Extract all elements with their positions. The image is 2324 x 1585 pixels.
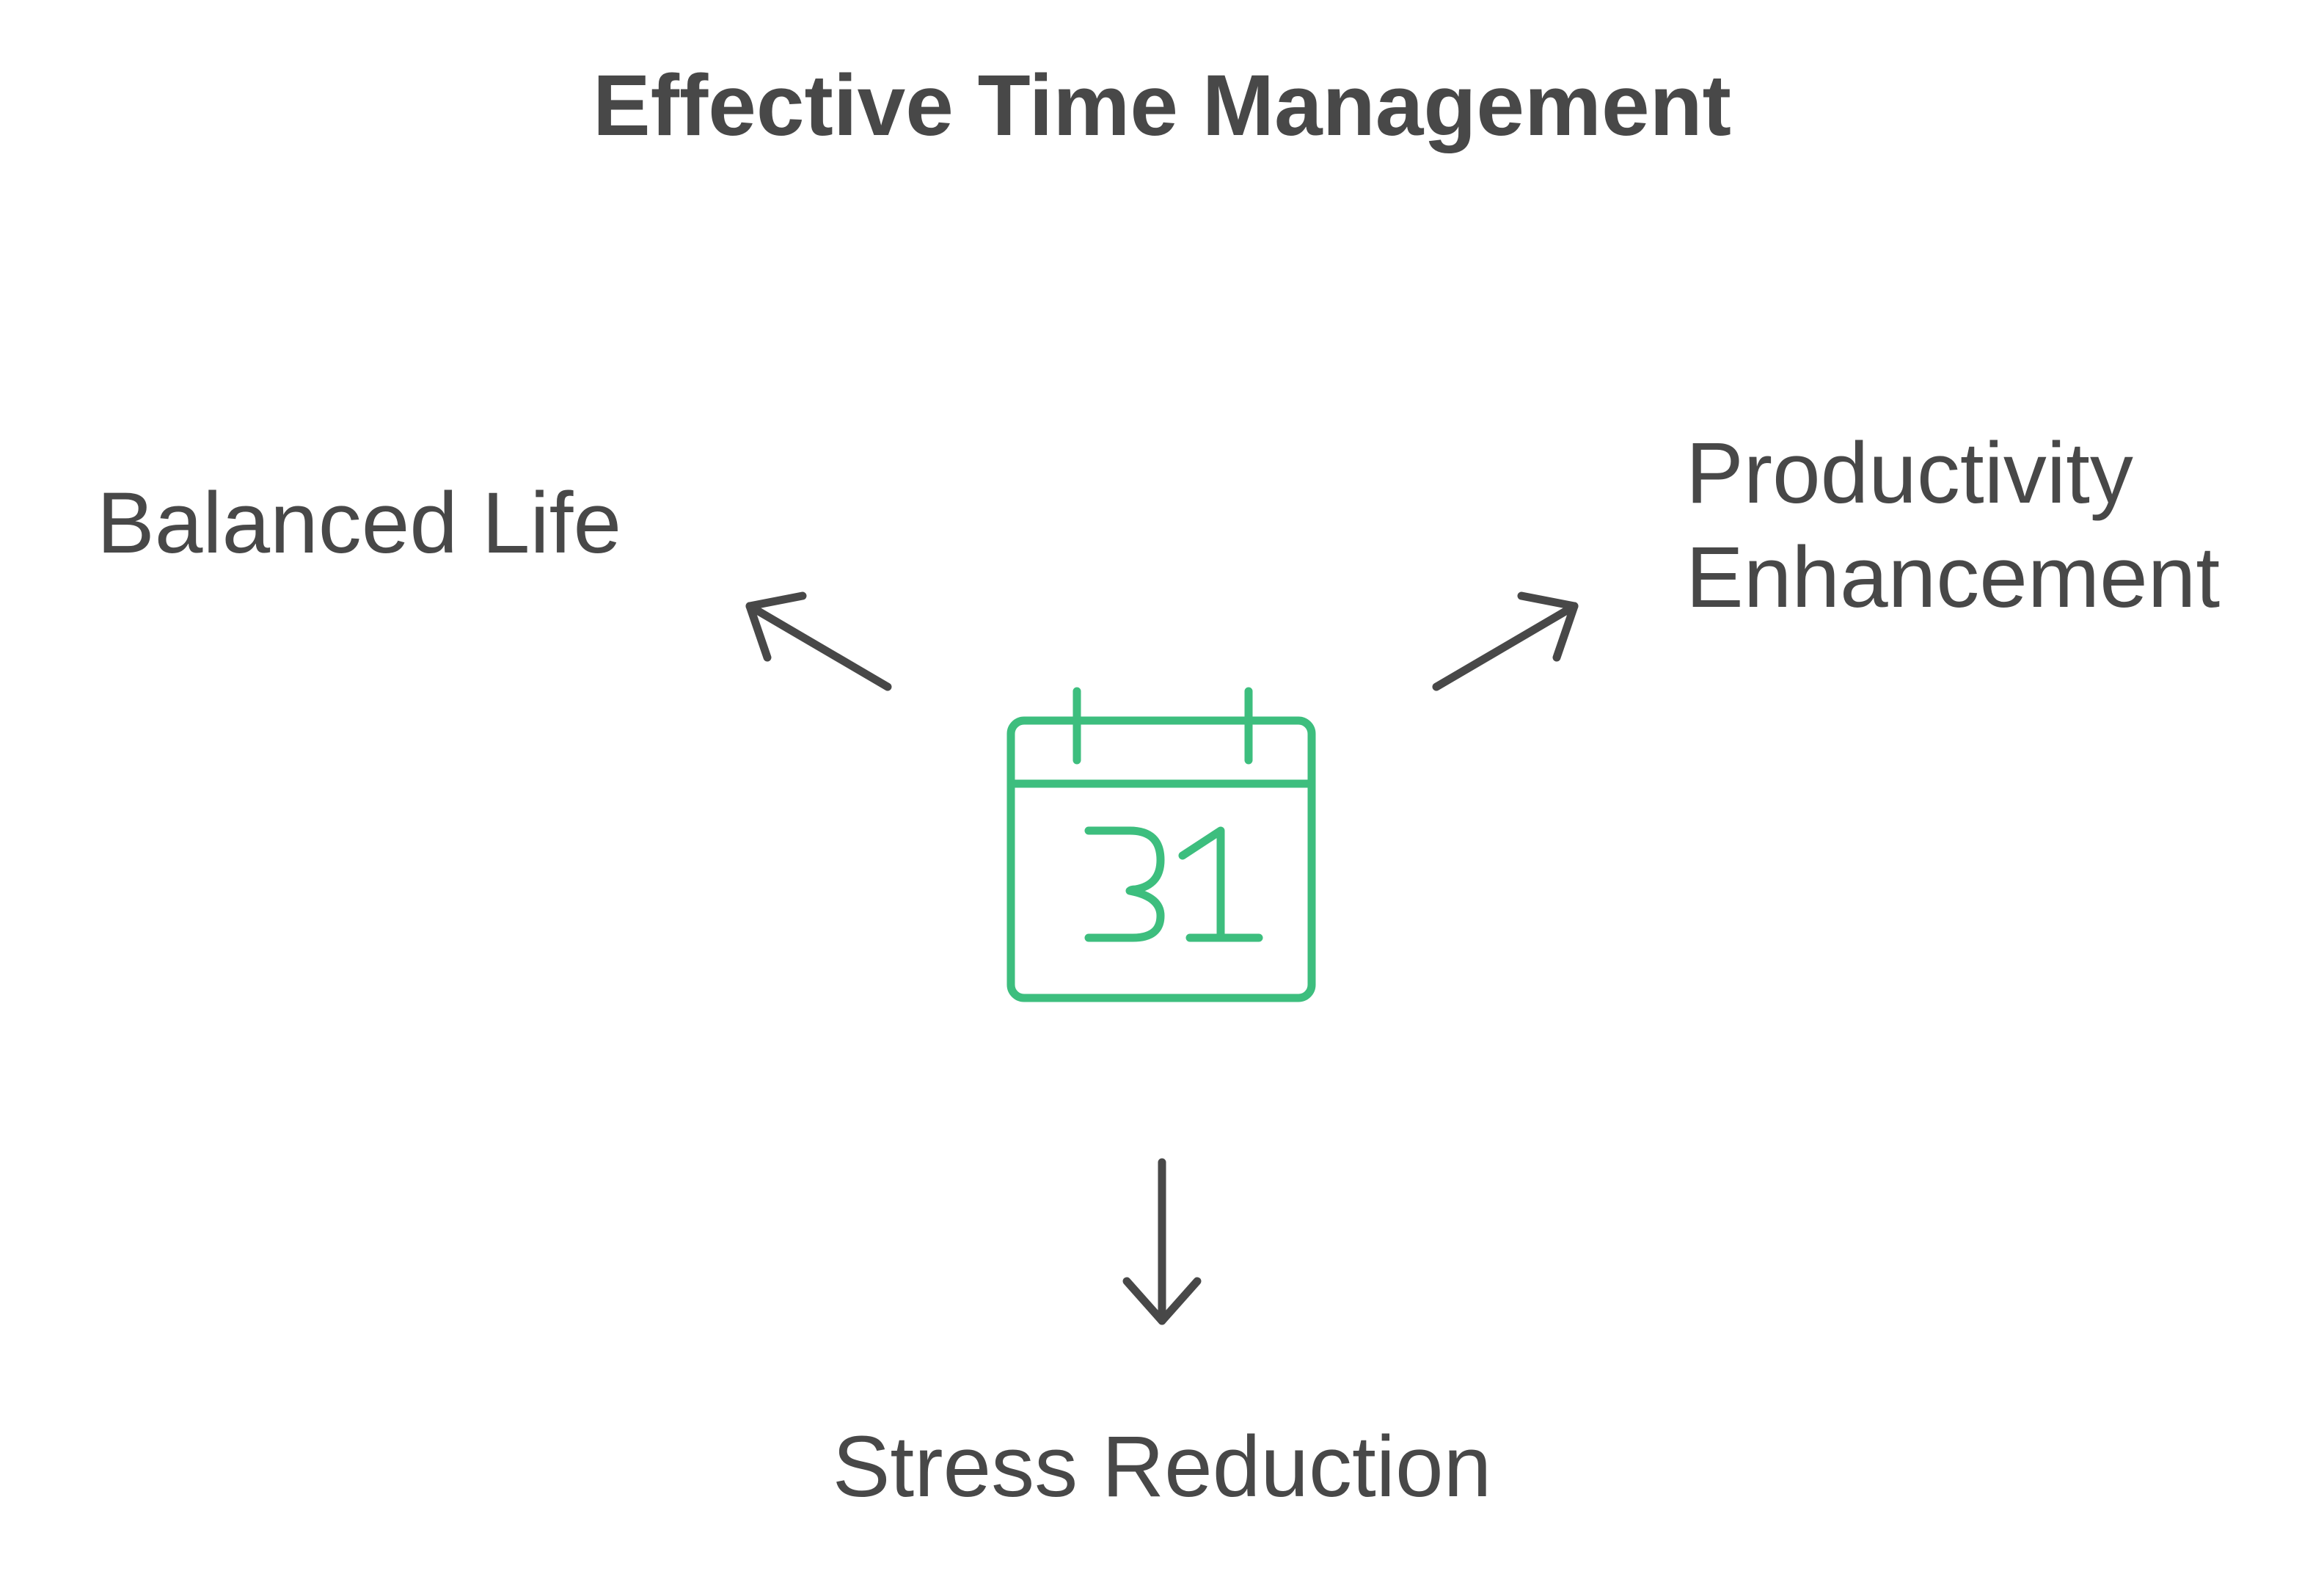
- calendar-digit-three: [1084, 826, 1165, 942]
- outcome-stress-reduction: Stress Reduction: [832, 1418, 1492, 1515]
- outcome-productivity-line2: Enhancement: [1686, 529, 2221, 626]
- outcome-productivity-line1: Productivity: [1686, 425, 2133, 522]
- arrow-to-stress-reduction: [1122, 1158, 1202, 1325]
- diagram-title: Effective Time Management: [593, 57, 1731, 154]
- outcome-balanced-life: Balanced Life: [97, 475, 622, 572]
- outcome-productivity-enhancement: Productivity Enhancement: [1686, 421, 2220, 630]
- arrow-to-balanced-life: [745, 591, 892, 691]
- arrow-to-productivity-enhancement: [1432, 591, 1579, 691]
- calendar-digit-one: [1178, 826, 1263, 942]
- calendar-icon: [1006, 687, 1316, 1002]
